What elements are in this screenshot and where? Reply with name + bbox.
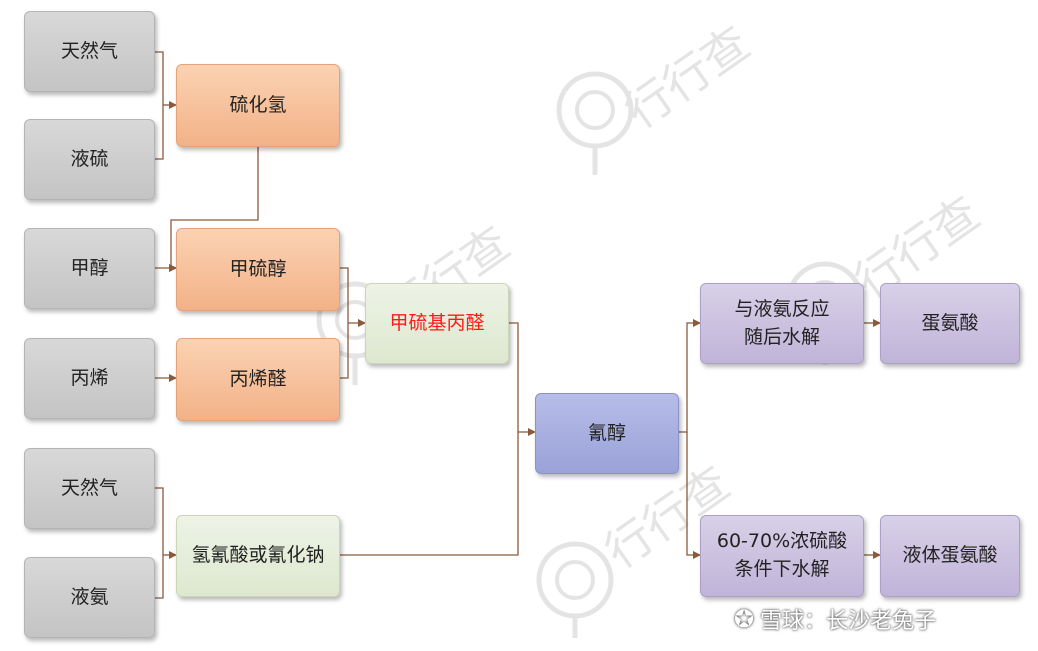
node-natural-gas: 天然气 [24, 11, 155, 92]
node-ammonia-hydrolysis-route: 与液氨反应 随后水解 [700, 283, 864, 364]
node-sulfuric-acid-hydrolysis-route: 60-70%浓硫酸 条件下水解 [700, 515, 864, 597]
node-acrolein: 丙烯醛 [176, 338, 340, 421]
node-methyl-mercaptan: 甲硫醇 [176, 228, 340, 311]
snowball-icon: ✪ [734, 605, 755, 633]
node-liquid-ammonia: 液氨 [24, 557, 155, 638]
node-cyanohydrin: 氰醇 [535, 393, 679, 474]
node-methylthio-propanal: 甲硫基丙醛 [365, 283, 509, 364]
node-propylene: 丙烯 [24, 338, 155, 419]
node-methionine: 蛋氨酸 [880, 283, 1020, 364]
credit-text: 雪球：长沙老兔子 [760, 609, 937, 634]
node-methanol: 甲醇 [24, 228, 155, 309]
node-natural-gas-2: 天然气 [24, 448, 155, 529]
node-liquid-sulfur: 液硫 [24, 119, 155, 200]
node-hcn-or-nacn: 氢氰酸或氰化钠 [176, 515, 340, 597]
node-hydrogen-sulfide: 硫化氢 [176, 64, 340, 147]
source-credit: ✪ 雪球：长沙老兔子 [734, 603, 1034, 635]
node-liquid-methionine: 液体蛋氨酸 [880, 515, 1020, 597]
